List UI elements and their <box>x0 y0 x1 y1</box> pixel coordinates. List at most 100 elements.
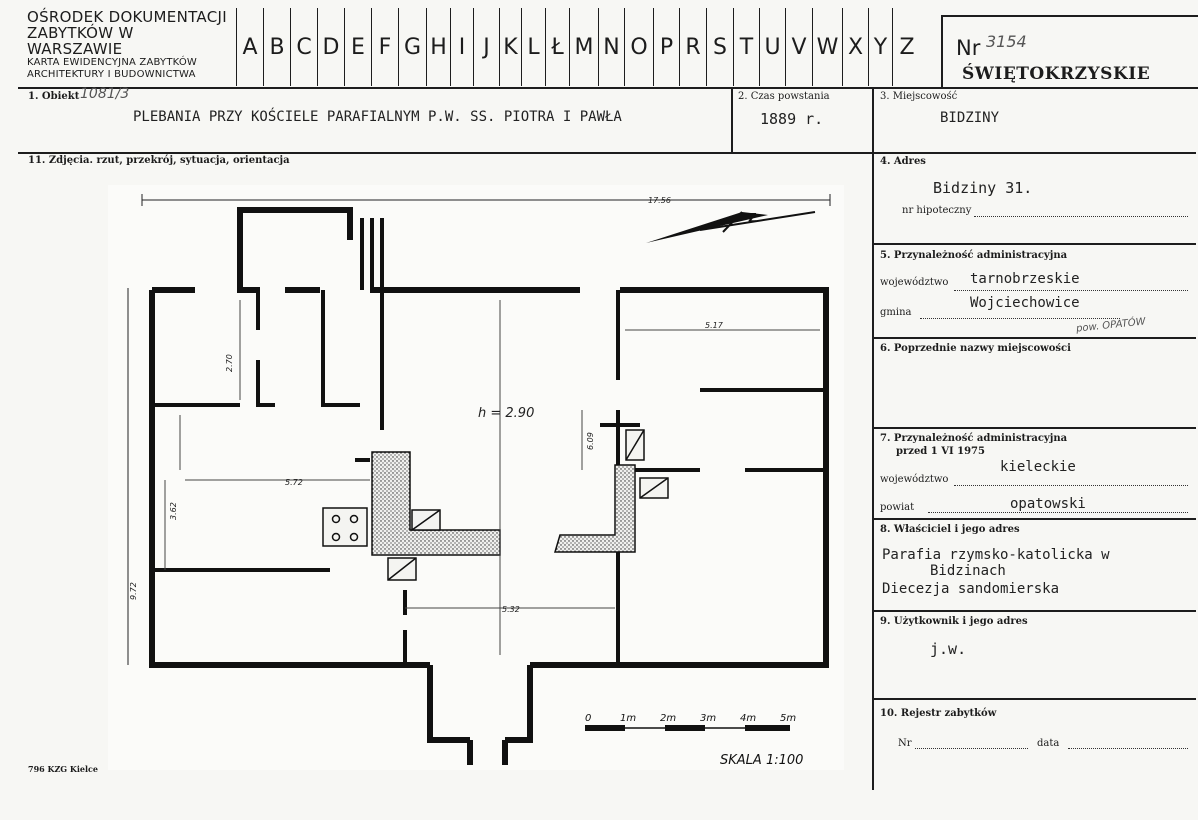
index-letter: L <box>521 8 545 86</box>
index-letter: K <box>499 8 521 86</box>
old-voivodeship-value: kieleckie <box>1000 459 1076 475</box>
voivodeship-value: tarnobrzeskie <box>970 271 1080 287</box>
index-letter: E <box>344 8 371 86</box>
rule-row1 <box>18 152 1196 154</box>
field-6-label: 6. Poprzednie nazwy miejscowości <box>880 343 1071 354</box>
printer-mark: 796 KZG Kielce <box>28 764 98 774</box>
user-value: j.w. <box>930 640 967 658</box>
index-letter: W <box>812 8 842 86</box>
outer-walls <box>149 207 829 765</box>
field-9-label: 9. Użytkownik i jego adres <box>880 616 1028 627</box>
institution-line-3: KARTA EWIDENCYJNA ZABYTKÓW <box>27 57 198 68</box>
index-letter: J <box>473 8 499 86</box>
dim-f-text: 9.72 <box>129 582 138 600</box>
index-letter: T <box>733 8 759 86</box>
hob <box>322 507 368 547</box>
field-4-label: 4. Adres <box>880 156 926 167</box>
chimney-right <box>553 464 636 553</box>
dim-c-text: 5.72 <box>285 478 303 487</box>
commune-value: Wojciechowice <box>970 295 1080 311</box>
register-date-label: data <box>1037 738 1060 749</box>
old-voivodeship-label: województwo <box>880 474 949 485</box>
index-letter: I <box>450 8 473 86</box>
index-letter: P <box>653 8 679 86</box>
scale-tick-label: 5m <box>780 713 796 724</box>
scale-tick-label: 4m <box>740 713 756 724</box>
scale-tick-label: 1m <box>620 713 636 724</box>
register-nr-line <box>915 748 1028 749</box>
rule-5 <box>872 337 1196 339</box>
divider-right-column <box>872 87 874 790</box>
mortgage-label: nr hipoteczny <box>902 205 972 216</box>
dimension-guides <box>164 300 820 655</box>
chimney-left <box>371 451 501 556</box>
index-letter: Z <box>892 8 921 86</box>
register-date-line <box>1068 748 1188 749</box>
address: Bidziny 31. <box>933 179 1033 197</box>
rule-9 <box>872 698 1196 700</box>
field-11-label: 11. Zdjęcia. rzut, przekrój, sytuacja, o… <box>28 155 290 166</box>
locality: BIDZINY <box>940 110 1000 126</box>
dim-e-text: 6.09 <box>586 432 595 450</box>
scale-tick-label: 2m <box>660 713 676 724</box>
north-arrow <box>646 211 816 243</box>
institution-line-2: ZABYTKÓW W WARSZAWIE <box>27 24 134 58</box>
institution-block: OŚRODEK DOKUMENTACJI ZABYTKÓW W WARSZAWI… <box>27 9 227 81</box>
old-voivodeship-line <box>954 485 1188 486</box>
dim-a-text: 5.17 <box>705 321 724 330</box>
owner-line-1: Parafia rzymsko-katolicka w <box>882 547 1110 563</box>
plan-photo-panel <box>108 185 844 770</box>
scale-tick-label: 3m <box>700 713 716 724</box>
dimension-total <box>141 194 831 206</box>
index-letter: Ł <box>545 8 569 86</box>
field-1-note: 1081/3 <box>80 86 130 102</box>
divider-2 <box>731 87 733 152</box>
index-letter: N <box>598 8 624 86</box>
index-letter: R <box>679 8 706 86</box>
index-letter: G <box>398 8 426 86</box>
register-nr-label: Nr <box>898 738 912 749</box>
index-letter: H <box>426 8 450 86</box>
index-letter: S <box>706 8 733 86</box>
owner-line-2: Bidzinach <box>930 563 1006 579</box>
index-letter: V <box>785 8 812 86</box>
index-letter: O <box>624 8 653 86</box>
rule-8 <box>872 610 1196 612</box>
field-5-label: 5. Przynależność administracyjna <box>880 250 1068 261</box>
index-letter: X <box>842 8 868 86</box>
scale-tick-label: 0 <box>585 713 591 724</box>
index-letter: C <box>290 8 317 86</box>
dim-g-text: 5.32 <box>502 605 520 614</box>
county-value: opatowski <box>1010 496 1086 512</box>
field-1-label: 1. Obiekt <box>28 91 80 102</box>
index-letter: M <box>569 8 598 86</box>
rule-6 <box>872 427 1196 429</box>
commune-line <box>920 318 1120 319</box>
index-letter: F <box>371 8 398 86</box>
rule-7 <box>872 518 1196 520</box>
index-letter: Y <box>868 8 892 86</box>
field-7-label: 7. Przynależność administracyjna <box>880 433 1068 444</box>
rule-header <box>18 87 1196 89</box>
dim-b-text: 2.70 <box>225 354 234 372</box>
index-letter: D <box>317 8 344 86</box>
region-name: ŚWIĘTOKRZYSKIE <box>962 64 1151 84</box>
voivodeship-label: województwo <box>880 277 949 288</box>
field-10-label: 10. Rejestr zabytków <box>880 708 997 719</box>
stoves <box>387 429 669 581</box>
field-8-label: 8. Właściciel i jego adres <box>880 524 1020 535</box>
field-7-sub: przed 1 VI 1975 <box>896 446 985 457</box>
institution-line-1: OŚRODEK DOKUMENTACJI <box>27 8 227 26</box>
inner-walls <box>152 218 826 665</box>
voivodeship-line <box>954 290 1188 291</box>
field-3-label: 3. Miejscowość <box>880 91 958 102</box>
scale-ticks: 0 1m 2m 3m 4m 5m <box>585 713 796 724</box>
scale-bar <box>585 725 790 731</box>
index-letter: B <box>263 8 290 86</box>
object-name: PLEBANIA PRZY KOŚCIELE PARAFIALNYM P.W. … <box>133 109 622 125</box>
nr-value: 3154 <box>986 32 1027 51</box>
county-line <box>928 512 1188 513</box>
construction-date: 1889 r. <box>760 110 824 128</box>
